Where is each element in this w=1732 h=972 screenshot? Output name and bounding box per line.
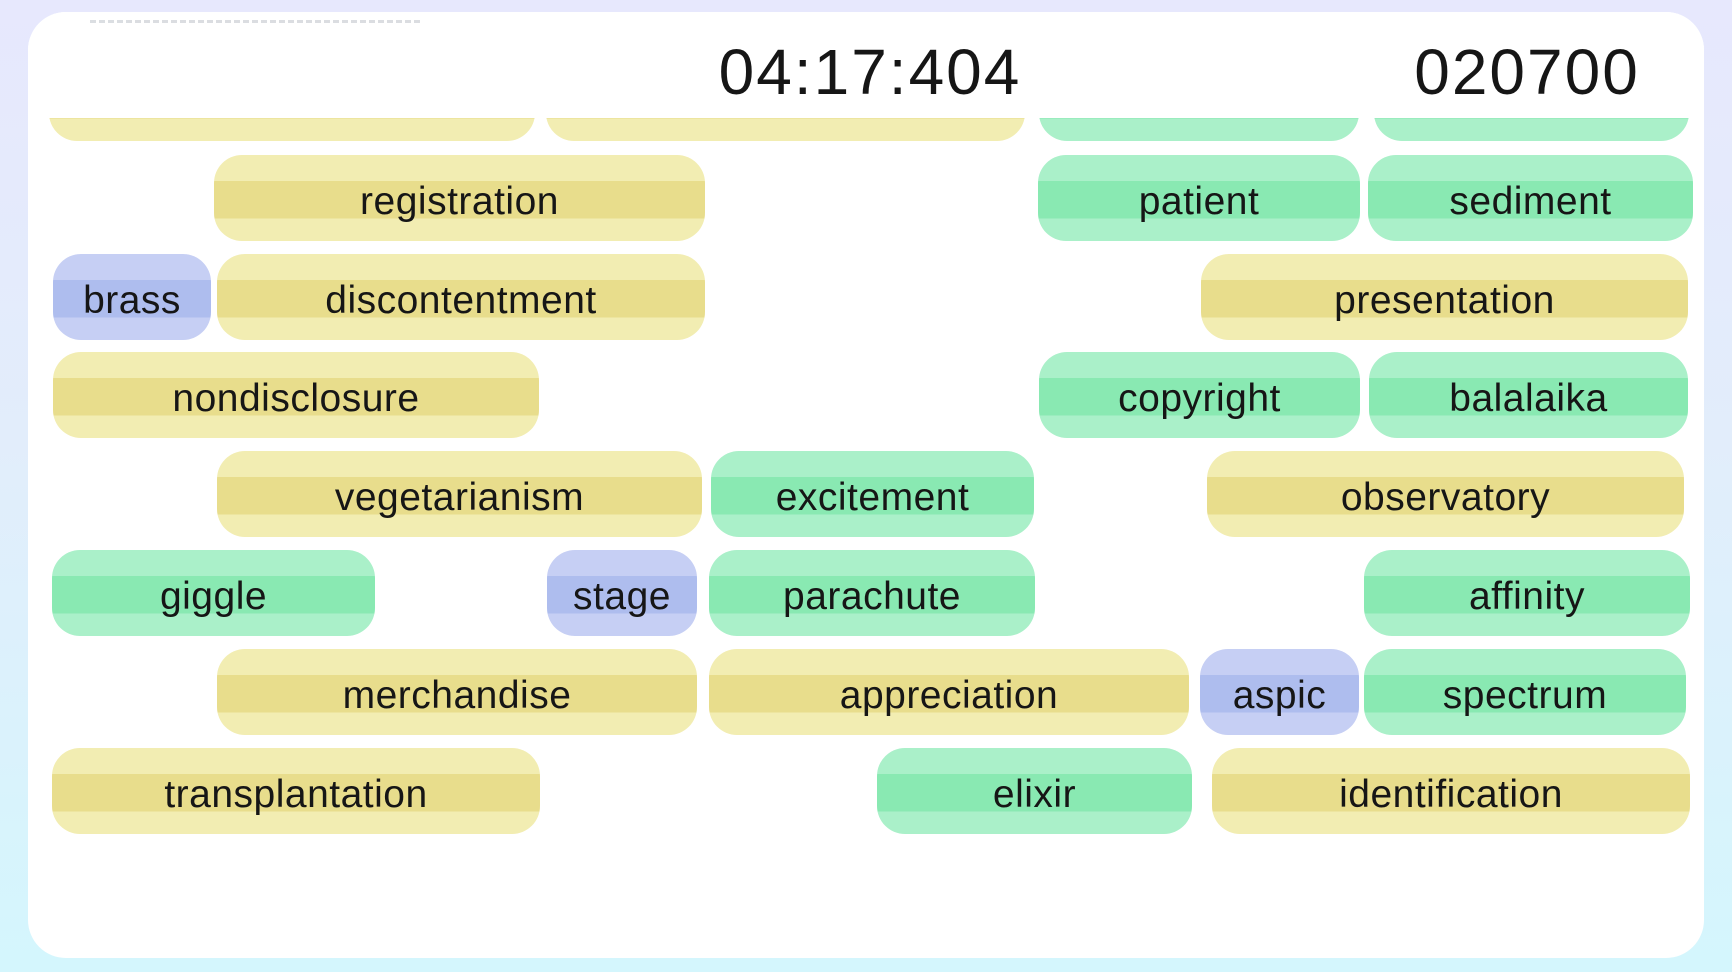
word-pill: identification xyxy=(1212,748,1690,834)
word-pill: discontentment xyxy=(217,254,705,340)
word-pill: copyright xyxy=(1039,352,1360,438)
word-pill: giggle xyxy=(52,550,375,636)
faded-word-trace xyxy=(90,20,420,23)
word-pill: transplantation xyxy=(52,748,540,834)
word-pill: excitement xyxy=(711,451,1034,537)
timer-display: 04:17:404 xyxy=(718,36,1022,108)
word-pill: stage xyxy=(547,550,697,636)
word-pill: presentation xyxy=(1201,254,1688,340)
word-pill: registration xyxy=(214,155,705,241)
word-pill: brass xyxy=(53,254,211,340)
word-pill: vegetarianism xyxy=(217,451,702,537)
header-bar: 04:17:404 020700 xyxy=(28,12,1704,118)
word-pill: patient xyxy=(1038,155,1360,241)
word-pill: parachute xyxy=(709,550,1035,636)
word-pill: observatory xyxy=(1207,451,1684,537)
word-pill: nondisclosure xyxy=(53,352,539,438)
score-display: 020700 xyxy=(1414,36,1640,108)
word-pill: appreciation xyxy=(709,649,1189,735)
word-pill: sediment xyxy=(1368,155,1693,241)
word-pill: spectrum xyxy=(1364,649,1686,735)
word-pill: merchandise xyxy=(217,649,697,735)
word-pill: aspic xyxy=(1200,649,1359,735)
word-pill: balalaika xyxy=(1369,352,1688,438)
word-pill: elixir xyxy=(877,748,1192,834)
word-pill: affinity xyxy=(1364,550,1690,636)
